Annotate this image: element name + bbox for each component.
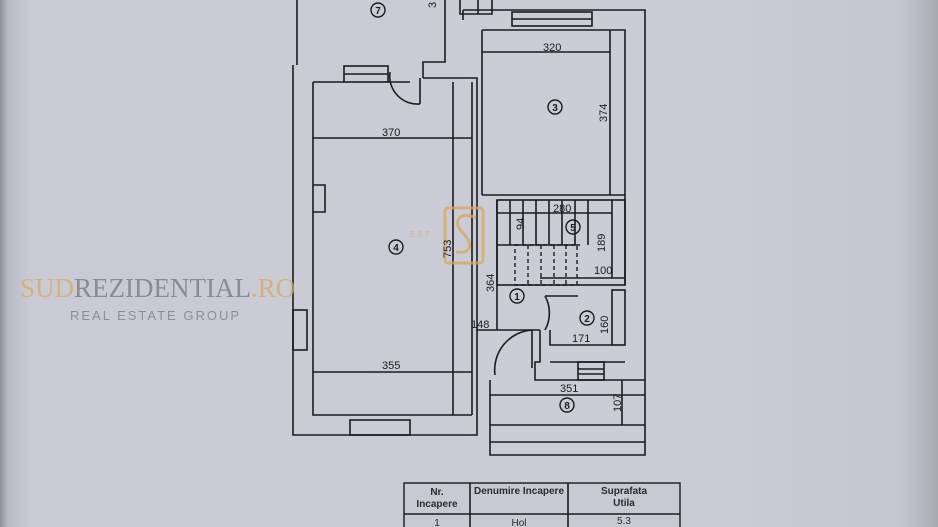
room-marker-1: 1 — [509, 288, 525, 304]
room-marker-8: 8 — [559, 397, 575, 413]
room-marker-7: 7 — [370, 2, 386, 18]
svg-text:4: 4 — [393, 243, 399, 254]
dim-753: 753 — [442, 240, 454, 258]
room-8-walls — [490, 380, 645, 443]
table-cell-nr: 1 — [434, 518, 440, 527]
right-building-walls — [462, 9, 646, 456]
watermark-brand: SUDREZIDENTIAL.RO — [20, 273, 295, 303]
dim-364: 364 — [485, 274, 497, 292]
svg-text:2: 2 — [584, 314, 590, 325]
table-header-suprafata-2: Utila — [613, 498, 635, 509]
watermark-tagline: REAL ESTATE GROUP — [70, 308, 241, 323]
dim-148: 148 — [471, 319, 489, 331]
svg-text:8: 8 — [564, 401, 570, 412]
table-header-suprafata: Suprafata — [601, 486, 648, 497]
dim-280: 280 — [553, 203, 571, 215]
dim-355: 355 — [382, 360, 400, 372]
table-header-nr: Nr. — [430, 487, 444, 498]
table-header-denumire: Denumire Incapere — [474, 486, 564, 497]
room-area-table: Nr. Incapere Denumire Incapere Suprafata… — [403, 482, 681, 527]
dim-171: 171 — [572, 333, 590, 345]
table-cell-suprafata: 5.3 — [617, 516, 631, 527]
room-7-walls — [296, 0, 493, 78]
room-marker-2: 2 — [579, 310, 595, 326]
dim-351: 351 — [560, 383, 578, 395]
dim-100: 100 — [594, 265, 612, 277]
room-marker-5: 5 — [565, 219, 581, 235]
dim-107: 107 — [612, 394, 624, 412]
dim-320: 320 — [543, 42, 561, 54]
room-5-stairs — [496, 199, 626, 330]
dim-room7: 3 — [427, 2, 439, 8]
svg-text:1: 1 — [514, 292, 520, 303]
watermark-logo: EST — [410, 206, 485, 265]
room-4-walls — [292, 65, 478, 436]
table-header-nr-2: Incapere — [416, 499, 458, 510]
dim-94: 94 — [515, 218, 527, 230]
dim-189: 189 — [596, 234, 608, 252]
dim-370: 370 — [382, 127, 400, 139]
svg-text:5: 5 — [570, 223, 576, 234]
room-marker-4: 4 — [388, 239, 404, 255]
room-marker-3: 3 — [547, 99, 563, 115]
dim-374: 374 — [598, 104, 610, 122]
svg-text:3: 3 — [552, 103, 558, 114]
table-cell-denumire: Hol — [511, 518, 526, 527]
room-1-2-walls — [477, 289, 645, 381]
watermark-est: EST — [410, 230, 432, 239]
dim-160: 160 — [599, 316, 611, 334]
svg-text:7: 7 — [375, 6, 381, 17]
